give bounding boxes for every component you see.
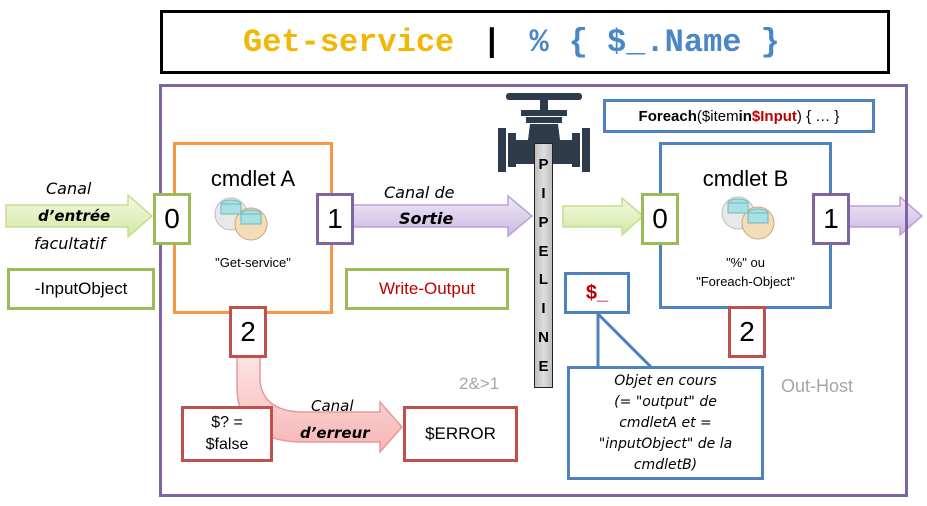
error-variable-box: $ERROR <box>403 406 518 462</box>
pipeline-letter: P <box>538 155 549 173</box>
callout-line: cmdletB) <box>633 456 698 473</box>
error-channel-label-1: Canal <box>311 397 354 415</box>
pipeline-letter: E <box>538 358 549 376</box>
input-channel-label-3: facultatif <box>34 234 106 253</box>
callout-line: Objet en cours <box>614 372 717 389</box>
error-channel-label-2: d’erreur <box>300 424 370 442</box>
error-status-line: $false <box>205 436 249 453</box>
process-frame <box>159 84 908 497</box>
output-channel-arrow <box>351 194 534 238</box>
input-channel-label-2: d’entrée <box>38 207 111 225</box>
cmdlet-a-output-port: 1 <box>316 193 354 245</box>
error-status-line: $? = <box>211 414 243 431</box>
pipeline-letter: I <box>541 300 546 318</box>
foreach-in: in <box>738 107 752 125</box>
input-channel-arrow <box>5 193 154 239</box>
pipeline-letter: N <box>538 329 549 347</box>
write-output-box: Write-Output <box>345 268 509 310</box>
pipeline-bar: P I P E L I N E <box>534 143 553 388</box>
cmdlet-b-subtitle-2: "Foreach-Object" <box>696 274 795 289</box>
foreach-rest: ) { … } <box>796 107 840 125</box>
foreach-input: $Input <box>751 107 797 125</box>
pipeline-letter: L <box>538 271 549 289</box>
out-host-label: Out-Host <box>781 376 854 396</box>
cmdlet-b-error-port: 2 <box>728 306 766 358</box>
gear-database-icon <box>205 194 285 242</box>
foreach-keyword: Foreach <box>638 107 697 125</box>
valve-icon <box>498 93 590 172</box>
command-cmdlet: Get-service <box>243 23 455 61</box>
cmdlet-a-subtitle: "Get-service" <box>215 255 291 270</box>
error-status-box: $? = $false <box>181 406 273 462</box>
command-alias: % <box>529 23 549 61</box>
pipeline-to-b-arrow <box>562 196 645 237</box>
gear-database-icon <box>712 193 792 241</box>
callout-line: cmdletA et = <box>619 414 712 431</box>
command-pipe: | <box>482 23 502 61</box>
pipeline-letter: P <box>538 213 549 231</box>
command-line-box: Get-service | % { $_.Name } <box>160 10 890 74</box>
foreach-item: $item <box>701 107 739 125</box>
output-channel-label-2: Sortie <box>399 209 454 228</box>
current-object-var: $_ <box>564 272 630 314</box>
input-channel-label-1: Canal <box>46 179 92 198</box>
cmdlet-b-output-arrow <box>847 195 924 237</box>
pipeline-letter: I <box>541 184 546 202</box>
command-scriptblock: { $_.Name } <box>568 23 780 61</box>
input-object-param: -InputObject <box>7 268 155 310</box>
cmdlet-b-subtitle-1: "%" ou <box>726 255 765 270</box>
foreach-open: ( <box>696 107 702 125</box>
cmdlet-a-title: cmdlet A <box>210 166 296 191</box>
pipeline-letter: E <box>538 242 549 260</box>
cmdlet-a-input-port: 0 <box>153 193 191 245</box>
cmdlet-b-output-port: 1 <box>812 193 850 245</box>
cmdlet-b-title: cmdlet B <box>702 166 789 191</box>
cmdlet-a-error-port: 2 <box>229 306 267 358</box>
current-object-callout: Objet en cours (= "output" de cmdletA et… <box>567 366 764 480</box>
callout-line: "inputObject" de la <box>598 435 733 452</box>
redirect-label: 2&>1 <box>459 374 500 393</box>
cmdlet-b-input-port: 0 <box>641 193 679 245</box>
foreach-snippet: Foreach ($item in $Input) { … } <box>603 99 875 133</box>
callout-line: (= "output" de <box>614 393 717 410</box>
output-channel-label-1: Canal de <box>384 183 455 202</box>
